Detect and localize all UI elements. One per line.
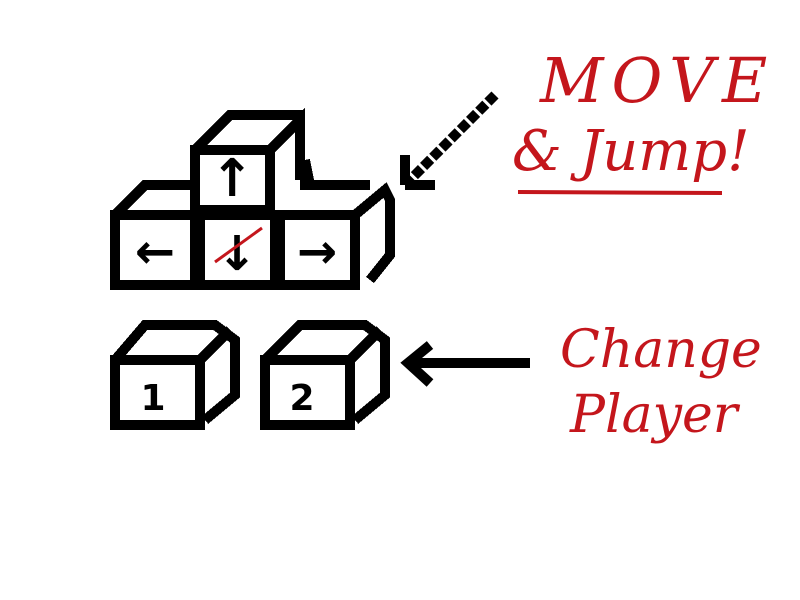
arrow-glyphs: ↑ ← ↓ → [135,149,337,282]
player-pointer-arrow [400,341,530,387]
arrow-right-icon: → [297,224,337,280]
player-note-line2: Player [569,385,741,445]
arrow-up-icon: ↑ [210,149,254,209]
arrow-left-icon: ← [135,224,175,280]
move-note-line1: MOVE [539,44,775,117]
down-strike-mark [214,226,263,264]
player-note-line1: Change [560,320,762,380]
arrow-keys-cluster [110,107,395,290]
move-note-line2: & Jump! [512,119,750,184]
note-underline [517,190,723,195]
player-2-label: 2 [289,378,314,419]
change-player-note: Change Player [560,320,762,445]
key-player-2 [260,320,390,430]
key-right [275,159,395,290]
move-jump-note: MOVE & Jump! [512,44,775,195]
key-player-1 [110,320,240,430]
player-1-label: 1 [140,378,165,419]
player-keys [110,320,390,430]
move-pointer-arrow [400,91,499,190]
